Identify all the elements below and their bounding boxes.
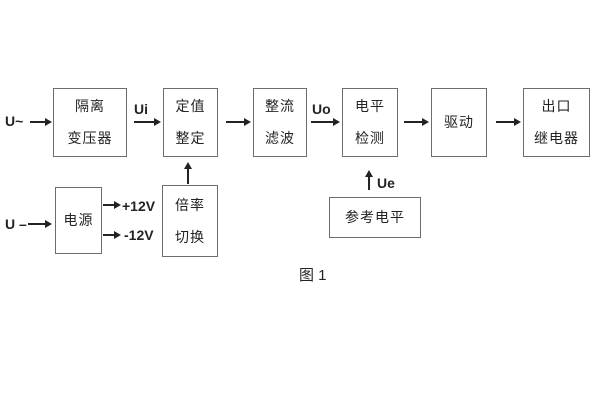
block-power-supply: 电源 — [55, 187, 102, 254]
block-label: 驱动 — [444, 114, 474, 130]
block-rectifier-filter: 整流 滤波 — [253, 88, 307, 157]
block-label: 电平 — [355, 98, 385, 114]
block-setpoint-adjust: 定值 整定 — [163, 88, 218, 157]
arrow-input-ac — [30, 118, 52, 126]
block-reference-level: 参考电平 — [329, 197, 421, 238]
arrow-plus-12v — [103, 201, 121, 209]
block-drive: 驱动 — [431, 88, 487, 157]
arrow-ui — [134, 118, 161, 126]
signal-label-input-dc: U – — [5, 216, 27, 232]
arrow-drive-to-relay — [496, 118, 521, 126]
block-label: 定值 — [175, 98, 206, 114]
block-label: 检测 — [355, 130, 385, 146]
figure-caption: 图 1 — [299, 267, 327, 284]
arrow-ratio-to-setpoint — [184, 162, 192, 184]
block-label: 隔离 — [75, 98, 105, 114]
block-label: 参考电平 — [345, 209, 405, 225]
arrow-minus-12v — [103, 231, 121, 239]
block-label: 出口 — [541, 98, 572, 114]
signal-label-minus-12v: -12V — [124, 227, 154, 243]
signal-label-input-ac: U~ — [5, 113, 24, 129]
block-label: 整流 — [265, 98, 295, 114]
block-label: 倍率 — [175, 196, 205, 213]
block-output-relay: 出口 继电器 — [523, 88, 590, 157]
signal-label-uo: Uo — [312, 101, 331, 117]
signal-label-ue: Ue — [377, 175, 395, 191]
signal-label-ui: Ui — [134, 101, 148, 117]
block-label: 切换 — [175, 228, 205, 245]
block-isolation-transformer: 隔离 变压器 — [53, 88, 127, 157]
signal-label-plus-12v: +12V — [122, 198, 156, 214]
arrow-detection-to-drive — [404, 118, 429, 126]
arrow-uo — [311, 118, 340, 126]
block-label: 整定 — [175, 130, 206, 146]
arrow-input-dc — [28, 220, 52, 228]
block-label: 电源 — [63, 212, 94, 228]
arrow-reference-to-detection — [365, 170, 373, 190]
block-label: 变压器 — [67, 130, 113, 146]
block-label: 继电器 — [534, 130, 579, 146]
block-ratio-switch: 倍率 切换 — [162, 185, 218, 257]
block-level-detection: 电平 检测 — [342, 88, 398, 157]
arrow-setpoint-to-rectifier — [226, 118, 251, 126]
block-label: 滤波 — [265, 130, 295, 146]
